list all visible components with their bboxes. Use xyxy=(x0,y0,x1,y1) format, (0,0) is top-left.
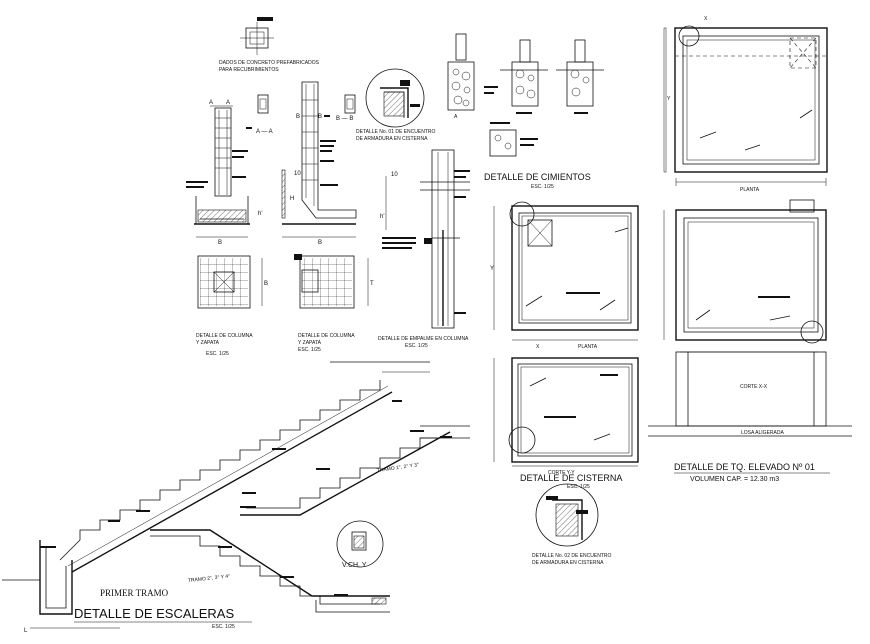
svg-text:Y: Y xyxy=(490,266,494,272)
svg-text:A: A xyxy=(209,100,213,106)
svg-text:B: B xyxy=(264,281,268,287)
detalle-cimientos-title: DETALLE DE CIMIENTOS xyxy=(484,172,591,182)
tramo-label-1: TRAMO 1°, 2° Y 3° xyxy=(376,462,419,474)
dados-label-1: DADOS DE CONCRETO PREFABRICADOS xyxy=(219,60,320,66)
planta-label-2: PLANTA xyxy=(578,344,598,350)
detalle-escaleras-title: DETALLE DE ESCALERAS xyxy=(74,606,234,621)
esc-cisterna: ESC. 1/25 xyxy=(567,484,590,490)
column-footing-detail-1: A A B A — A B DETALLE xyxy=(186,94,273,357)
corte-yy-label: CORTE Y-Y xyxy=(548,470,575,476)
svg-text:h': h' xyxy=(380,214,384,220)
svg-text:B — B: B — B xyxy=(336,116,353,122)
svg-text:A: A xyxy=(226,100,230,106)
foundation-details: A DETALLE DE CIMIENTOS ESC. 1/25 xyxy=(447,33,604,190)
esc-empalme: ESC. 1/25 xyxy=(405,343,428,349)
tramo-label-2: TRAMO 2°, 3° Y 4° xyxy=(188,574,231,584)
svg-text:A: A xyxy=(454,114,458,120)
column-footing-detail-2: B B B h' H 10 B — B T DETALLE xyxy=(258,81,374,353)
svg-text:H: H xyxy=(290,196,294,202)
detalle-tq-title: DETALLE DE TQ. ELEVADO Nº 01 xyxy=(674,462,815,472)
svg-text:A — A: A — A xyxy=(256,129,273,135)
svg-text:X: X xyxy=(704,16,708,22)
volumen-label: VOLUMEN CAP. = 12.30 m3 xyxy=(690,476,779,483)
svg-text:B: B xyxy=(318,114,322,120)
svg-text:B: B xyxy=(296,114,300,120)
precast-concrete-pad-detail: DADOS DE CONCRETO PREFABRICADOS PARA REC… xyxy=(219,17,320,73)
svg-text:Y: Y xyxy=(667,96,671,102)
detalle-columna-2-l1: DETALLE DE COLUMNA xyxy=(298,333,355,339)
svg-text:B: B xyxy=(318,240,322,246)
detalle-columna-2-l3: ESC. 1/25 xyxy=(298,347,321,353)
detalle-columna-1-l1: DETALLE DE COLUMNA xyxy=(196,333,253,339)
tank-plan-view: PLANTA X Y xyxy=(663,16,828,193)
svg-text:L: L xyxy=(24,628,28,634)
stairs-detail: TRAMO 1°, 2° Y 3° TRAMO 2°, 3° Y 4° V.CH… xyxy=(2,361,470,634)
detalle-empalme-label: DETALLE DE EMPALME EN COLUMNA xyxy=(378,336,469,342)
vch-label: V.CH. Y xyxy=(342,562,367,569)
detalle-columna-1-l2: Y ZAPATA xyxy=(196,340,220,346)
column-splice-detail: 10 h' DETALLE DE EMPALME EN COLUMNA ESC.… xyxy=(378,149,470,349)
corte-xx-label: CORTE X-X xyxy=(740,384,768,390)
svg-text:10: 10 xyxy=(391,172,398,178)
dados-label-2: PARA RECUBRIMIENTOS xyxy=(219,67,279,73)
detail-no01-circle: DETALLE No. 01 DE ENCUENTRO DE ARMADURA … xyxy=(356,68,435,142)
esc-cimientos: ESC. 1/25 xyxy=(531,184,554,190)
cistern-section-yy: CORTE Y-Y DETALLE DE CISTERNA ESC. 1/25 xyxy=(493,357,639,490)
cistern-plan-view: Y PLANTA X xyxy=(490,201,639,350)
svg-text:T: T xyxy=(370,281,374,287)
detalle-no02-l1: DETALLE No. 02 DE ENCUENTRO xyxy=(532,553,611,559)
esc-escaleras: ESC. 1/25 xyxy=(212,624,235,630)
detalle-columna-2-l2: Y ZAPATA xyxy=(298,340,322,346)
svg-text:h': h' xyxy=(258,211,262,217)
planta-label-1: PLANTA xyxy=(740,187,760,193)
detalle-no01-l1: DETALLE No. 01 DE ENCUENTRO xyxy=(356,129,435,135)
svg-text:B: B xyxy=(218,240,222,246)
detail-no02-circle: DETALLE No. 02 DE ENCUENTRO DE ARMADURA … xyxy=(532,483,611,566)
esc-columna-1: ESC. 1/25 xyxy=(206,351,229,357)
detalle-cisterna-title: DETALLE DE CISTERNA xyxy=(520,473,622,483)
primer-tramo-label: PRIMER TRAMO xyxy=(100,588,169,598)
detalle-no01-l2: DE ARMADURA EN CISTERNA xyxy=(356,136,428,142)
tank-section-xx: CORTE X-X LOSA ALIGERADA DETALLE DE TQ. … xyxy=(648,199,852,483)
detalle-no02-l2: DE ARMADURA EN CISTERNA xyxy=(532,560,604,566)
svg-text:10: 10 xyxy=(294,171,301,177)
svg-text:X: X xyxy=(536,344,540,350)
losa-aligerada-label: LOSA ALIGERADA xyxy=(741,430,784,436)
